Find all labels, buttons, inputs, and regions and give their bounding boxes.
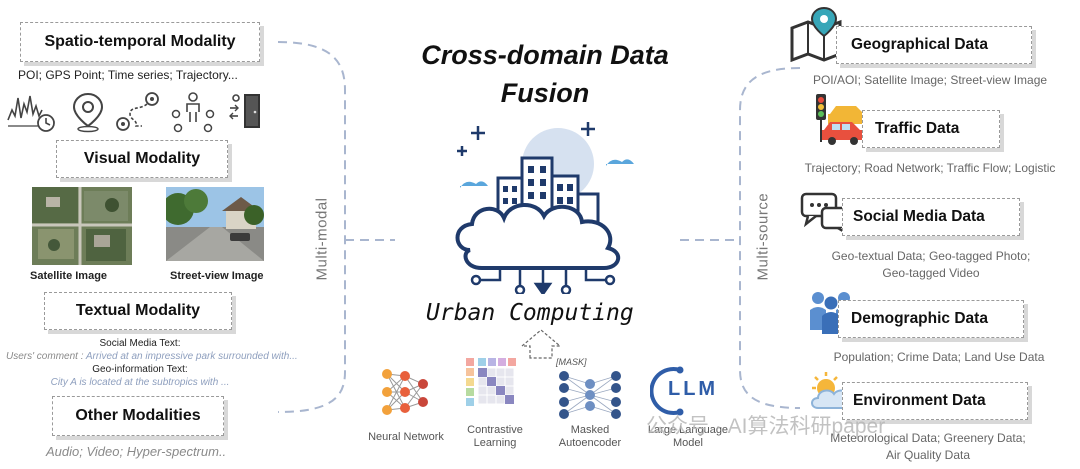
demographic-data-title: Demographic Data [851,310,988,327]
urban-computing-label: Urban Computing [426,300,634,326]
social-media-data-box: Social Media Data [842,198,1020,236]
urban-cloud-city-icon [455,122,634,294]
map-pin-icon [72,92,104,133]
geographical-data-box: Geographical Data [836,26,1032,64]
llm-label-line1: Large Language [647,424,729,436]
mask-tag: [MASK] [556,357,587,367]
masked-label-line1: Masked [570,424,610,436]
multi-modal-label: Multi-modal [313,197,331,281]
visual-modality-box: Visual Modality [56,140,228,178]
other-modalities-box: Other Modalities [52,396,224,436]
large-language-model-label: Large Language Model [636,424,740,450]
contrastive-label-line2: Learning [473,437,517,449]
satellite-image [32,187,132,265]
geo-information-text-body: City A is located at the subtropics with… [50,377,230,388]
textual-modality-title: Textual Modality [75,302,201,319]
traffic-data-box: Traffic Data [862,110,1000,148]
diagram-title-line1: Cross-domain Data [421,40,669,70]
environment-desc-line2: Air Quality Data [885,448,971,462]
textual-modality-box: Textual Modality [44,292,232,330]
environment-data-desc: Meteorological Data; Greenery Data; Air … [800,430,1056,464]
contrastive-label-line1: Contrastive [467,424,523,436]
other-modalities-title: Other Modalities [75,407,201,424]
map-location-icon [790,6,842,62]
social-desc-line2: Geo-tagged Video [882,266,980,280]
social-media-text-title: Social Media Text: [99,338,181,349]
llm-label-line2: Model [673,437,703,449]
social-media-text-example: Users' comment : Arrived at an impressiv… [6,351,298,362]
social-desc-line1: Geo-textual Data; Geo-tagged Photo; [831,249,1031,263]
contrastive-learning-icon [466,358,516,406]
neural-network-label: Neural Network [368,431,444,443]
geographical-data-desc: POI/AOI; Satellite Image; Street-view Im… [812,73,1048,87]
environment-data-title: Environment Data [853,392,986,409]
social-media-body: Arrived at an impressive park surrounded… [85,351,298,362]
other-modalities-desc: Audio; Video; Hyper-spectrum.. [46,444,227,459]
masked-label-line2: Autoencoder [558,437,622,449]
environment-data-box: Environment Data [842,382,1028,420]
environment-desc-line1: Meteorological Data; Greenery Data; [830,431,1026,445]
social-media-prefix: Users' comment : [6,351,86,362]
time-series-icon [7,95,55,132]
spatio-temporal-desc: POI; GPS Point; Time series; Trajectory.… [18,68,238,82]
demographic-data-desc: Population; Crime Data; Land Use Data [833,350,1045,364]
traffic-light-car-icon [816,94,868,145]
demographic-data-box: Demographic Data [838,300,1024,338]
door-entry-icon [229,94,260,128]
llm-logo-text: LLM [668,378,719,400]
diagram-title-line2: Fusion [500,78,590,108]
geographical-data-title: Geographical Data [851,36,988,53]
social-media-data-desc: Geo-textual Data; Geo-tagged Photo; Geo-… [806,248,1056,282]
street-view-image-caption: Street-view Image [170,270,264,282]
traffic-data-desc: Trajectory; Road Network; Traffic Flow; … [804,161,1056,175]
llm-icon [650,366,684,416]
spatio-temporal-modality-title: Spatio-temporal Modality [44,33,236,50]
route-icon [116,92,159,131]
satellite-image-caption: Satellite Image [30,270,108,282]
traffic-data-title: Traffic Data [875,120,960,137]
neural-network-icon [382,369,428,415]
contrastive-learning-label: Contrastive Learning [452,424,538,450]
watermark: 公众号 · AI算法科研paper [646,415,886,438]
people-network-icon [171,92,215,133]
street-view-image [166,187,264,261]
multi-source-label: Multi-source [754,192,772,281]
social-media-data-title: Social Media Data [853,208,985,225]
masked-autoencoder-label: Masked Autoencoder [548,424,632,450]
spatio-temporal-modality-box: Spatio-temporal Modality [20,22,260,62]
geo-information-text-title: Geo-information Text: [92,364,188,375]
visual-modality-title: Visual Modality [83,150,201,167]
masked-autoencoder-icon [559,371,621,419]
